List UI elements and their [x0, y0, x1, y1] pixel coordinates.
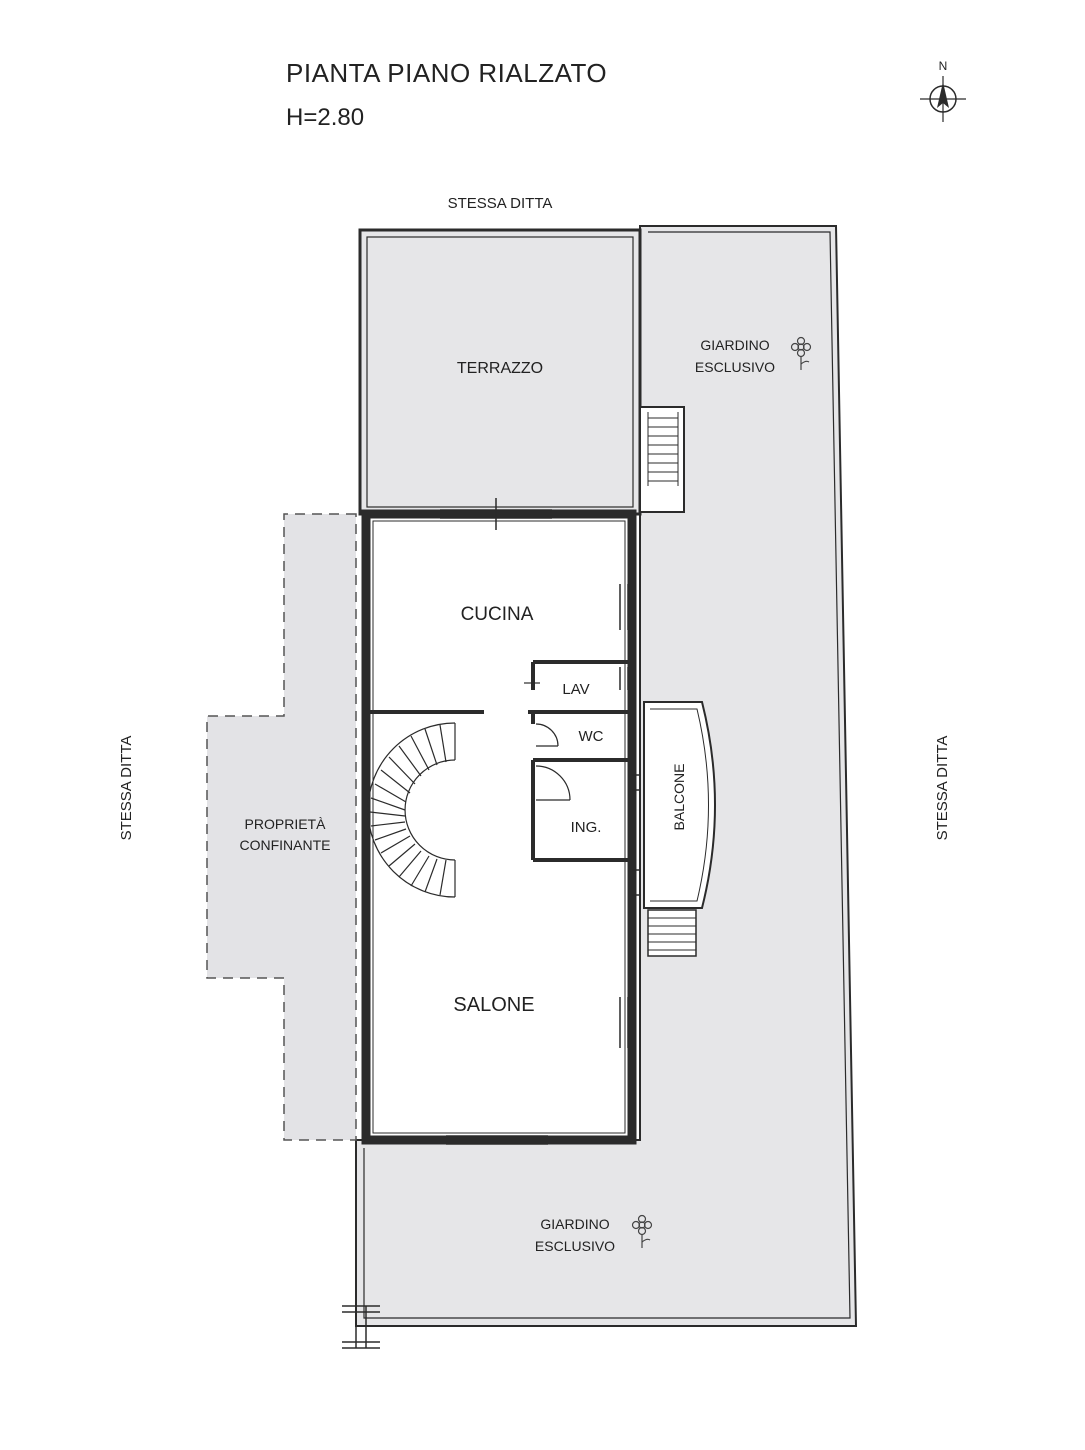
- room-cucina: CUCINA: [461, 604, 534, 625]
- garden-inner-edge: [363, 231, 851, 1319]
- label-right-neighbour: STESSA DITTA: [934, 736, 951, 841]
- label-left-neighbour: STESSA DITTA: [118, 736, 135, 841]
- room-lav: LAV: [562, 681, 589, 698]
- room-terrazzo: TERRAZZO: [457, 360, 543, 377]
- terrace-stairs-treads: [647, 412, 679, 486]
- room-ing: ING.: [571, 819, 602, 836]
- label-garden-south-1: GIARDINO: [540, 1216, 609, 1232]
- label-top-neighbour: STESSA DITTA: [448, 195, 553, 212]
- label-neighbour-property-1: PROPRIETÀ: [245, 816, 327, 832]
- terrace-area: [358, 228, 642, 516]
- floor-height: H=2.80: [286, 104, 365, 131]
- label-garden-south-2: ESCLUSIVO: [535, 1238, 615, 1254]
- label-garden-north-1: GIARDINO: [700, 337, 769, 353]
- house-walls: [361, 509, 637, 1145]
- spiral-staircase: [367, 722, 456, 898]
- balcony-inner: [650, 708, 709, 902]
- door-swings: [524, 682, 571, 801]
- balcony-stairs-treads: [648, 917, 696, 951]
- north-arrow-icon: [920, 76, 966, 122]
- flower-icon: [631, 1214, 653, 1248]
- room-balcone: BALCONE: [671, 764, 687, 831]
- neighbour-property: [206, 513, 357, 1141]
- room-wc: WC: [579, 728, 604, 745]
- label-neighbour-property-2: CONFINANTE: [240, 837, 331, 853]
- north-label: N: [939, 59, 948, 73]
- balcony: [643, 701, 716, 909]
- page-title: PIANTA PIANO RIALZATO: [286, 58, 608, 88]
- room-salone: SALONE: [453, 994, 534, 1016]
- label-garden-north-2: ESCLUSIVO: [695, 359, 775, 375]
- terrace-stairs: [639, 406, 685, 513]
- flower-icon: [790, 336, 812, 370]
- terrace-inner-edge: [366, 236, 634, 508]
- garden-gate: [342, 1305, 380, 1349]
- house-inner-line: [372, 520, 626, 1134]
- balcony-stairs: [647, 909, 697, 957]
- interior-walls: [370, 660, 632, 862]
